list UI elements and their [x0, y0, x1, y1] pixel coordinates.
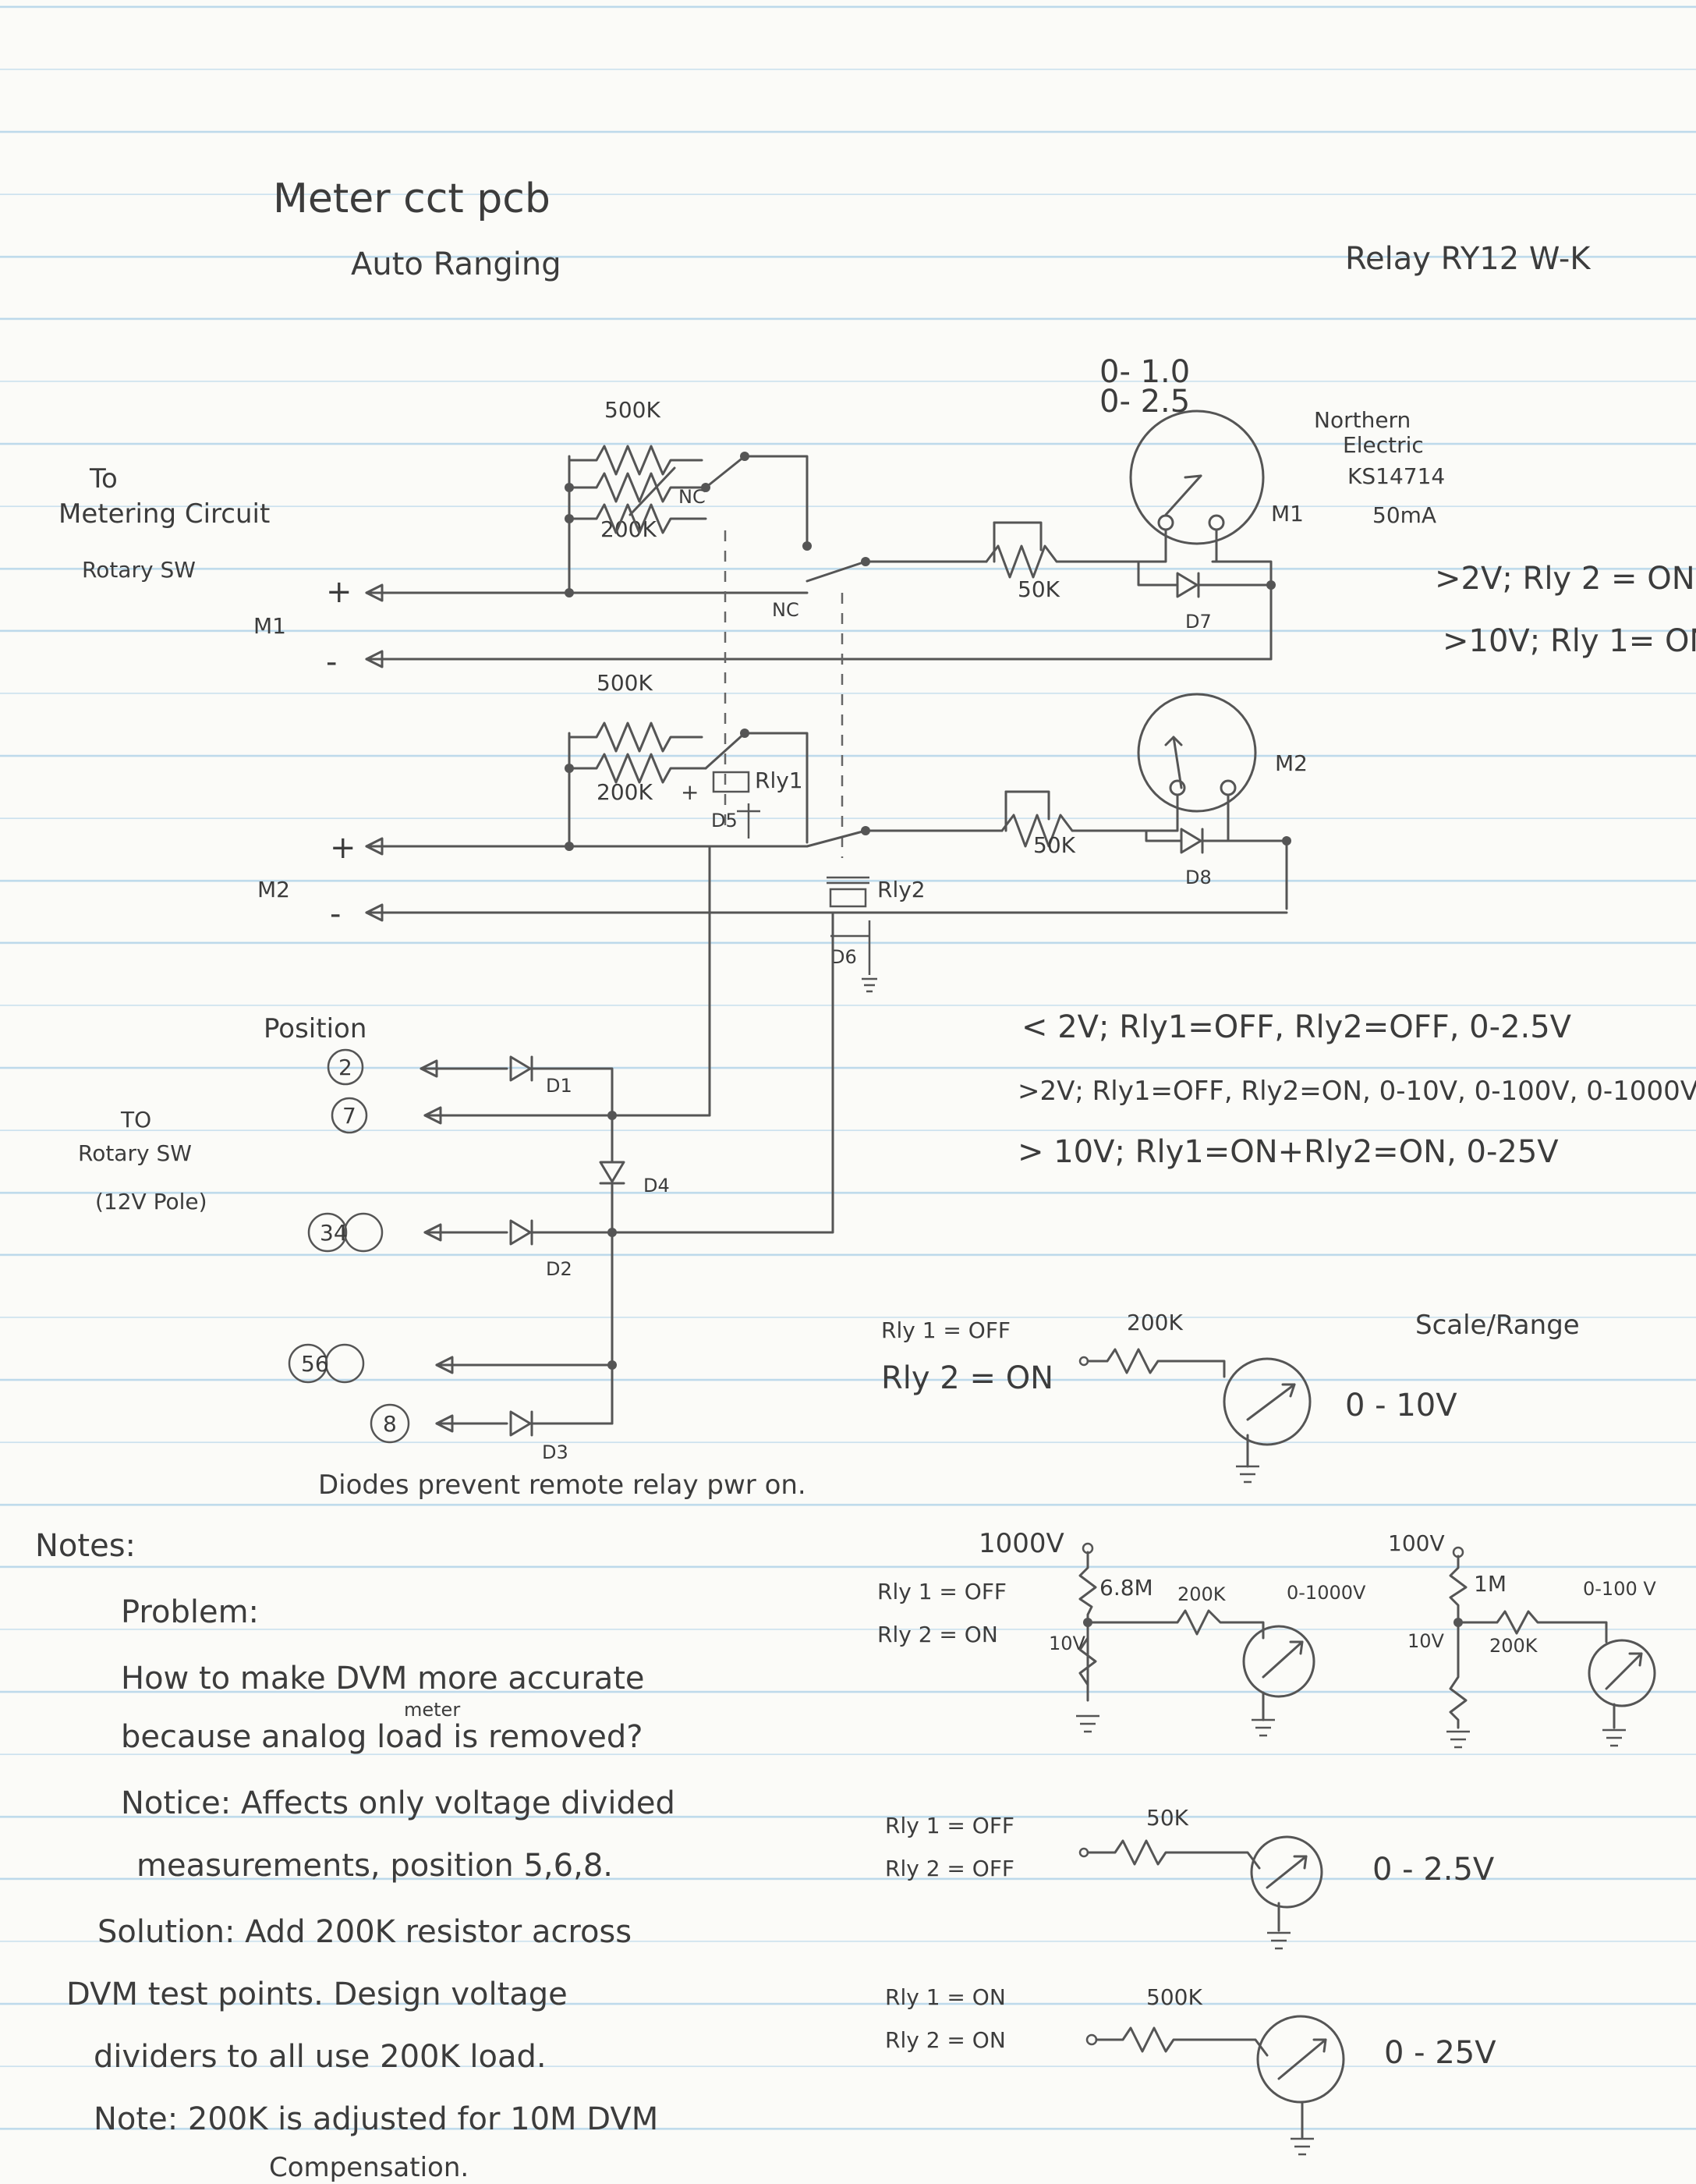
problem-label: Problem: [121, 1594, 259, 1630]
m1-nc-2: NC [772, 599, 799, 621]
sub-circuit-100v: 100V 1M 0-100 V 10V 200K [1388, 1530, 1656, 1749]
m2-conn: M2 [257, 877, 290, 902]
m2-minus: - [330, 896, 341, 932]
sub-circuit-1000v: 1000V Rly 1 = OFF Rly 2 = ON 6.8M 200K 0… [877, 1528, 1366, 1737]
m2-diode: D8 [1185, 867, 1212, 888]
problem-line-1: How to make DVM more accurate [121, 1661, 645, 1696]
sub-circuit-2-5v: Rly 1 = OFF Rly 2 = OFF 50K 0 - 2.5V [885, 1805, 1495, 1950]
m1-minus: - [326, 644, 337, 680]
position-circuit: Position 2 7 34 56 8 D1 D4 [78, 845, 834, 1463]
sub1-range: 0 - 10V [1345, 1388, 1457, 1424]
diode-note: Diodes prevent remote relay pwr on. [318, 1470, 806, 1501]
notice-line-1: Notice: Affects only voltage divided [121, 1785, 675, 1821]
m2-res-200k: 200K [597, 779, 653, 805]
to-metering-1: To [89, 463, 118, 495]
sub2-v1000: 1000V [979, 1528, 1064, 1559]
m1-diode: D7 [1185, 611, 1212, 633]
diode-d2: D2 [546, 1258, 572, 1280]
m2-relay-1: Rly1 [755, 768, 803, 793]
to-metering-3: Rotary SW [82, 557, 196, 583]
m1-scale-a: 0- 1.0 [1099, 354, 1190, 390]
diode-d3: D3 [542, 1441, 568, 1463]
relay-spec: Relay RY12 W-K [1345, 241, 1592, 277]
condition-top-1: >2V; Rly 2 = ON [1435, 561, 1695, 597]
m2-diode-d6: D6 [830, 946, 857, 968]
notes-header: Notes: [35, 1528, 136, 1564]
to-metering-2: Metering Circuit [58, 498, 270, 530]
scale-header: Scale/Range [1415, 1310, 1580, 1341]
m1-nc-1: NC [678, 486, 706, 508]
range-line-1: < 2V; Rly1=OFF, Rly2=OFF, 0-2.5V [1021, 1009, 1572, 1045]
m1-conn: M1 [253, 613, 286, 639]
m2-pot: 50K [1033, 832, 1076, 858]
m1-label: M1 [1271, 501, 1304, 526]
m1-circuit: 500K NC 200K NC 50K D7 [253, 397, 1276, 680]
position-8: 8 [383, 1411, 397, 1437]
m1-maker-1: Northern [1314, 407, 1411, 433]
notice-line-2: measurements, position 5,6,8. [136, 1848, 613, 1884]
sub3-range: 0-100 V [1583, 1578, 1656, 1600]
to-rotary-3: (12V Pole) [95, 1189, 207, 1214]
solution-line-2: DVM test points. Design voltage [66, 1977, 568, 2012]
sub4-cond-2: Rly 2 = OFF [885, 1856, 1014, 1881]
meter-insert: meter [404, 1699, 460, 1721]
m1-current: 50mA [1372, 502, 1436, 528]
sub4-res: 50K [1146, 1805, 1189, 1831]
sub1-cond-1: Rly 1 = OFF [881, 1317, 1011, 1343]
position-5-6: 56 [301, 1351, 329, 1377]
m2-res-500k: 500K [597, 670, 653, 696]
sub2-r68: 6.8M [1099, 1575, 1153, 1601]
position-7: 7 [342, 1103, 356, 1129]
m1-res-200k: 200K [600, 516, 657, 542]
sub2-range: 0-1000V [1287, 1582, 1366, 1604]
m2-plus-mark: + [681, 779, 699, 805]
m1-pot: 50K [1018, 576, 1060, 602]
sub4-cond-1: Rly 1 = OFF [885, 1813, 1014, 1838]
to-rotary-1: TO [120, 1107, 151, 1133]
m2-diode-d5: D5 [711, 810, 738, 831]
note-line-2: Compensation. [269, 2152, 469, 2183]
solution-line-1: Solution: Add 200K resistor across [97, 1914, 632, 1950]
range-line-2: >2V; Rly1=OFF, Rly2=ON, 0-10V, 0-100V, 0… [1018, 1076, 1696, 1107]
sub3-res: 200K [1489, 1635, 1538, 1657]
m1-model: KS14714 [1347, 463, 1445, 489]
m2-plus: + [330, 830, 356, 866]
notes-section: Notes: Problem: How to make DVM more acc… [35, 1528, 675, 2183]
title-line-2: Auto Ranging [351, 246, 561, 282]
sub4-range: 0 - 2.5V [1372, 1852, 1495, 1888]
sub2-cond-1: Rly 1 = OFF [877, 1579, 1007, 1604]
title-line-1: Meter cct pcb [273, 176, 551, 222]
sub2-cond-2: Rly 2 = ON [877, 1622, 998, 1647]
sub1-cond-2: Rly 2 = ON [881, 1360, 1053, 1396]
condition-top-2: >10V; Rly 1= ON [1443, 623, 1696, 659]
sub3-v100: 100V [1388, 1530, 1445, 1556]
problem-line-2: because analog load is removed? [121, 1719, 643, 1755]
position-2: 2 [338, 1055, 352, 1080]
sub5-cond-2: Rly 2 = ON [885, 2027, 1006, 2053]
m1-plus: + [326, 574, 352, 610]
note-line-1: Note: 200K is adjusted for 10M DVM [94, 2101, 658, 2137]
sub-circuit-25v: Rly 1 = ON Rly 2 = ON 500K 0 - 25V [885, 1984, 1496, 2156]
range-line-3: > 10V; Rly1=ON+Rly2=ON, 0-25V [1018, 1134, 1559, 1170]
m1-maker-2: Electric [1343, 432, 1424, 458]
solution-line-3: dividers to all use 200K load. [94, 2039, 547, 2075]
m2-meter-label: M2 [1275, 750, 1308, 776]
position-3-4: 34 [320, 1220, 348, 1246]
sub3-r1m: 1M [1474, 1571, 1507, 1597]
diode-d4: D4 [643, 1175, 670, 1197]
sub1-res: 200K [1127, 1310, 1183, 1335]
m2-relay-2: Rly2 [877, 877, 926, 902]
diode-d1: D1 [546, 1075, 572, 1097]
m2-circuit: 500K 200K + Rly1 D5 50K D8 [257, 670, 1308, 993]
sub5-res: 500K [1146, 1984, 1202, 2010]
sub5-range: 0 - 25V [1384, 2035, 1496, 2071]
position-header: Position [264, 1013, 366, 1044]
sub3-v10: 10V [1407, 1630, 1445, 1652]
to-rotary-2: Rotary SW [78, 1140, 192, 1166]
sub2-res: 200K [1177, 1583, 1227, 1605]
sub-circuit-10v: Scale/Range Rly 1 = OFF Rly 2 = ON 200K … [881, 1310, 1580, 1484]
sub5-cond-1: Rly 1 = ON [885, 1984, 1006, 2010]
m1-res-500k: 500K [604, 397, 660, 423]
